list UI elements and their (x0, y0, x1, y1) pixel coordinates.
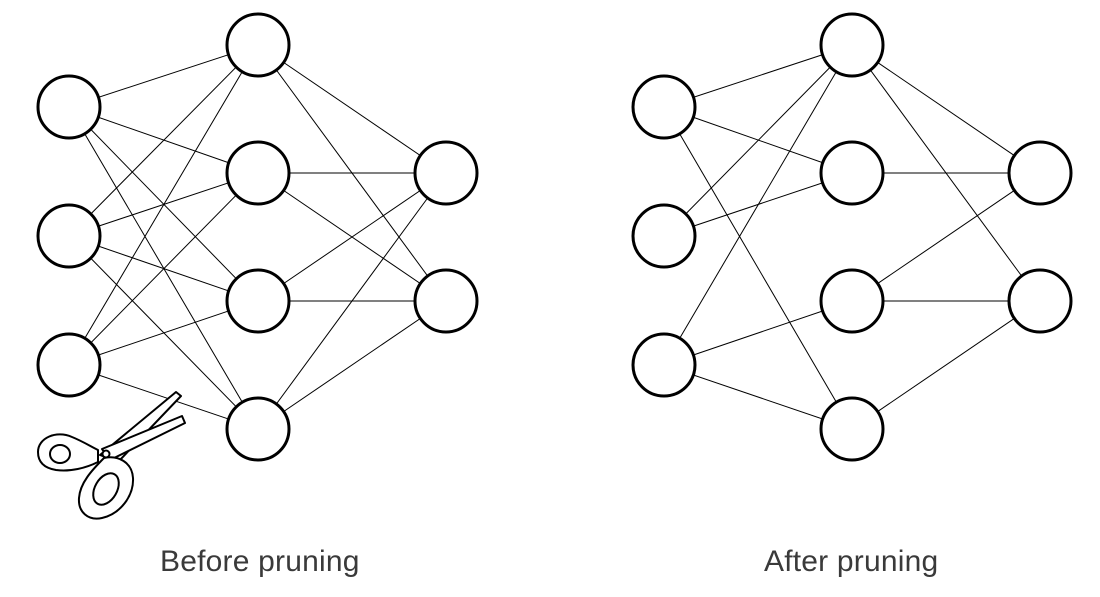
network-after-pruning (631, 12, 1073, 462)
connection-hidden1-output1 (257, 44, 447, 174)
hidden-node-1 (225, 12, 291, 78)
connection-hidden4-output2 (257, 300, 447, 430)
hidden-node-2 (819, 140, 885, 206)
hidden-node-4 (819, 396, 885, 462)
input-node-3 (36, 332, 102, 398)
input-node-2 (36, 203, 102, 269)
connection-input3-hidden4 (663, 364, 853, 430)
network-before-pruning (36, 12, 479, 462)
output-node-2 (1007, 268, 1073, 334)
input-node-1 (631, 74, 697, 140)
connection-input1-hidden1 (663, 44, 853, 108)
connection-hidden4-output2 (851, 300, 1041, 430)
scissors-icon (37, 391, 186, 520)
connection-hidden3-output1 (257, 172, 447, 302)
connection-input1-hidden4 (663, 106, 853, 430)
caption-before-pruning: Before pruning (160, 545, 360, 578)
hidden-node-1 (819, 12, 885, 78)
hidden-node-2 (225, 140, 291, 206)
output-node-2 (413, 268, 479, 334)
output-node-1 (413, 140, 479, 206)
connection-input3-hidden3 (663, 300, 853, 366)
connection-input1-hidden1 (68, 44, 259, 108)
connection-input3-hidden2 (68, 172, 259, 366)
connection-hidden3-output1 (851, 172, 1041, 302)
connection-input3-hidden3 (68, 300, 259, 366)
input-node-3 (631, 332, 697, 398)
input-node-2 (631, 203, 697, 269)
connection-input3-hidden1 (663, 44, 853, 366)
connection-input2-hidden1 (663, 44, 853, 237)
connection-input3-hidden1 (68, 44, 259, 366)
hidden-node-4 (225, 396, 291, 462)
connection-input2-hidden1 (68, 44, 259, 237)
hidden-node-3 (819, 268, 885, 334)
connection-hidden4-output1 (257, 172, 447, 430)
connection-hidden1-output1 (851, 44, 1041, 174)
caption-after-pruning: After pruning (764, 545, 939, 578)
input-node-1 (36, 74, 102, 140)
hidden-node-3 (225, 268, 291, 334)
output-node-1 (1007, 140, 1073, 206)
connection-input3-hidden4 (68, 364, 259, 430)
